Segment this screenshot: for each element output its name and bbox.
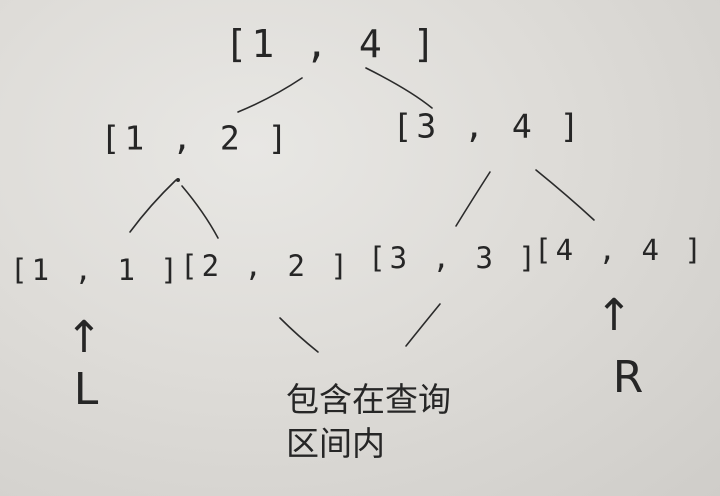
- edge-n14-n12: [237, 77, 303, 113]
- edge-n12-n11: [129, 179, 177, 233]
- edge-n14-n34: [365, 67, 433, 109]
- node-2-2: [2 , 2 ]: [180, 249, 352, 283]
- node-1-1: [1 , 1 ]: [10, 253, 182, 287]
- left-pointer-label: L: [73, 364, 99, 415]
- edge-n12-n22: [181, 185, 219, 239]
- annotation-line-1: 包含在查询: [286, 380, 451, 419]
- right-pointer-label: R: [612, 352, 644, 403]
- left-pointer-arrow-icon: ↑: [65, 312, 103, 363]
- node-4-4: [4 , 4 ]: [534, 233, 706, 267]
- annotation-line-2: 区间内: [286, 424, 385, 463]
- edge-n34-n44: [535, 169, 595, 221]
- right-pointer-arrow-icon: ↑: [595, 290, 633, 341]
- query-range-annotation: 包含在查询 区间内: [286, 378, 456, 466]
- branch-dot: [176, 178, 180, 182]
- edge-n34-n33: [455, 171, 491, 227]
- node-1-2: [1 , 2 ]: [100, 118, 292, 158]
- node-3-3: [3 , 3 ]: [368, 241, 540, 275]
- edge-n22-annotation: [279, 317, 319, 353]
- edge-n33-annotation: [405, 303, 441, 347]
- node-3-4: [3 , 4 ]: [392, 106, 584, 146]
- node-1-4: [1 , 4 ]: [224, 22, 440, 66]
